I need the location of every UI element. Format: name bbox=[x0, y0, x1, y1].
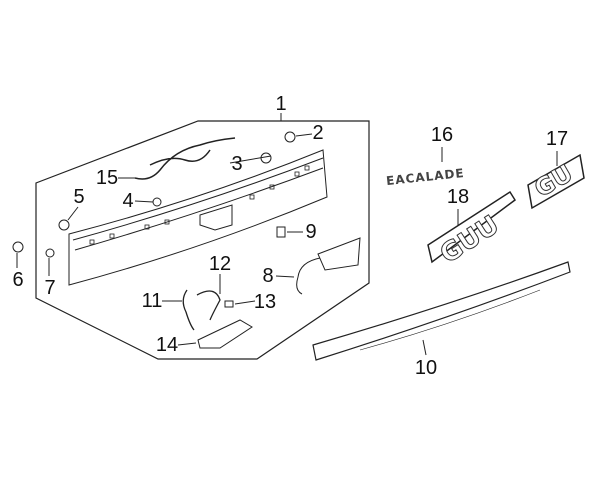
callout-8: 8 bbox=[262, 265, 274, 287]
wiring-harness bbox=[134, 137, 236, 180]
callout-4: 4 bbox=[122, 190, 134, 212]
callout-16: 16 bbox=[430, 124, 454, 146]
callout-13: 13 bbox=[253, 291, 277, 313]
callout-1: 1 bbox=[275, 93, 287, 115]
part-4-plug bbox=[152, 197, 162, 207]
callout-12: 12 bbox=[208, 253, 232, 275]
socket-11 bbox=[182, 289, 195, 331]
socket-12 bbox=[196, 290, 221, 321]
part-3-plug bbox=[260, 152, 272, 164]
callout-7: 7 bbox=[44, 277, 56, 299]
liftgate-molding-10 bbox=[312, 261, 571, 361]
assembly-outline bbox=[35, 120, 370, 360]
callout-6: 6 bbox=[12, 269, 24, 291]
part-2-grommet bbox=[284, 131, 296, 143]
part-6-bolt bbox=[12, 241, 24, 253]
lamp-14 bbox=[197, 319, 253, 349]
callout-15: 15 bbox=[95, 167, 119, 189]
callout-10: 10 bbox=[414, 357, 438, 379]
callout-18: 18 bbox=[446, 186, 470, 208]
part-7-cap bbox=[45, 248, 55, 258]
leader-arrows bbox=[16, 133, 558, 356]
applique-panel bbox=[68, 149, 328, 286]
badge-18-outline bbox=[427, 190, 517, 264]
badge-17-outline bbox=[527, 153, 585, 210]
part-5-clip bbox=[58, 219, 70, 231]
callout-5: 5 bbox=[73, 186, 85, 208]
callout-9: 9 bbox=[305, 221, 317, 243]
callout-14: 14 bbox=[155, 334, 179, 356]
part-9-bushing bbox=[276, 226, 286, 238]
callout-2: 2 bbox=[312, 122, 324, 144]
camera-part-8 bbox=[296, 237, 361, 295]
part-13 bbox=[224, 300, 234, 308]
callout-17: 17 bbox=[545, 128, 569, 150]
callout-3: 3 bbox=[231, 153, 243, 175]
callout-11: 11 bbox=[141, 290, 163, 312]
